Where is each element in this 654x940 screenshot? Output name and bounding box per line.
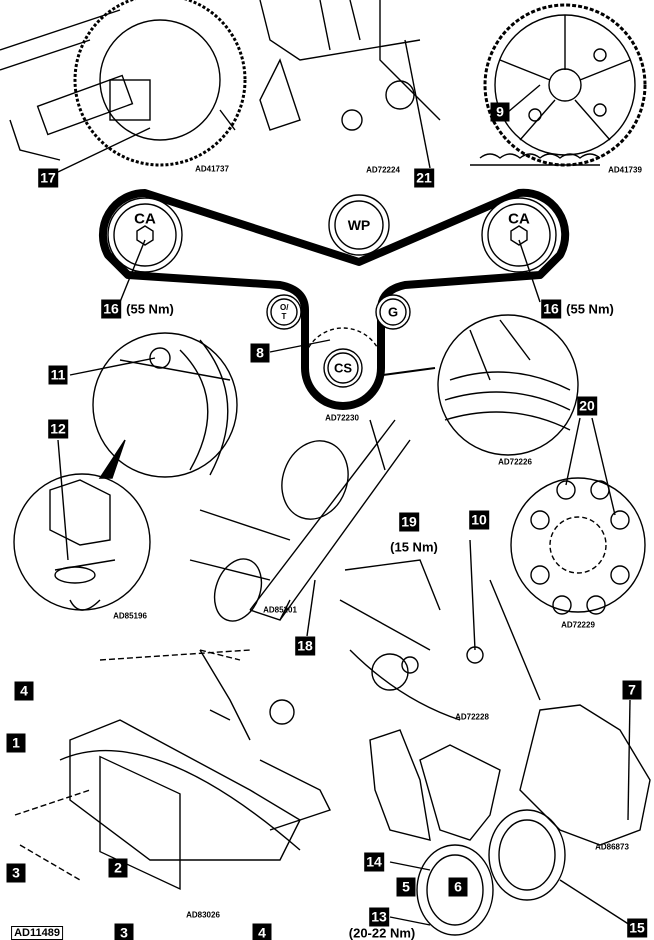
- figure-ref: AD72230: [325, 413, 359, 423]
- figure-ref: AD72228: [455, 712, 489, 722]
- pulley-label-water-pump: WP: [347, 217, 371, 233]
- callout-5: 5: [396, 877, 416, 897]
- torque-value: (15 Nm): [390, 539, 438, 555]
- pulleys: [107, 194, 557, 409]
- radiator-illustration: [14, 649, 331, 890]
- callout-2: 2: [108, 858, 128, 878]
- callout-4: 4: [14, 681, 34, 701]
- figure-ref: AD72226: [498, 457, 532, 467]
- figure-ref: AD41739: [608, 165, 642, 175]
- callout-8: 8: [250, 343, 270, 363]
- callout-11: 11: [48, 365, 68, 385]
- figure-ref: AD85196: [113, 611, 147, 621]
- torque-value: (55 Nm): [566, 301, 614, 317]
- figure-ref: AD83026: [186, 910, 220, 920]
- figure-ref: AD72224: [366, 165, 400, 175]
- timing-covers-illustration: [369, 699, 651, 936]
- figure-ref: AD85201: [263, 605, 297, 615]
- figure-ref-boxed: AD11489: [11, 926, 63, 940]
- callout-12: 12: [48, 419, 68, 439]
- callout-3: 3: [114, 923, 134, 940]
- tensioner-illustration: [189, 419, 411, 637]
- figure-ref: AD72229: [561, 620, 595, 630]
- callout-16: 16: [101, 299, 121, 319]
- figure-ref: AD41737: [195, 164, 229, 174]
- pulley-label-cam-right: CA: [508, 210, 530, 228]
- callout-10: 10: [469, 510, 489, 530]
- callout-18: 18: [295, 636, 315, 656]
- callout-20: 20: [577, 396, 597, 416]
- callout-21: 21: [414, 168, 434, 188]
- torque-value: (55 Nm): [126, 301, 174, 317]
- callout-16: 16: [541, 299, 561, 319]
- pulley-label-cam-left: CA: [134, 210, 156, 228]
- cam-sprocket-illustration: [470, 3, 647, 167]
- camshaft-locking-tool-illustration: [0, 0, 247, 173]
- callout-14: 14: [364, 852, 384, 872]
- callout-19: 19: [399, 512, 419, 532]
- callout-13: 13: [369, 907, 389, 927]
- callout-17: 17: [38, 168, 58, 188]
- torque-value: (20-22 Nm): [348, 925, 416, 940]
- pulley-label-crankshaft: CS: [333, 360, 353, 376]
- detail-circles: [13, 314, 646, 615]
- callout-7: 7: [622, 680, 642, 700]
- pulley-label-guide: G: [387, 304, 399, 320]
- engine-block-illustration: [339, 539, 541, 721]
- callout-4: 4: [252, 923, 272, 940]
- figure-ref: AD86873: [595, 842, 629, 852]
- callout-1: 1: [6, 733, 26, 753]
- bracket-illustration: [259, 0, 441, 169]
- callout-6: 6: [448, 877, 468, 897]
- callout-9: 9: [490, 102, 510, 122]
- callout-3: 3: [6, 863, 26, 883]
- timing-belt: [98, 188, 570, 410]
- callout-15: 15: [627, 918, 647, 938]
- pulley-label-idler: O/T: [280, 303, 289, 321]
